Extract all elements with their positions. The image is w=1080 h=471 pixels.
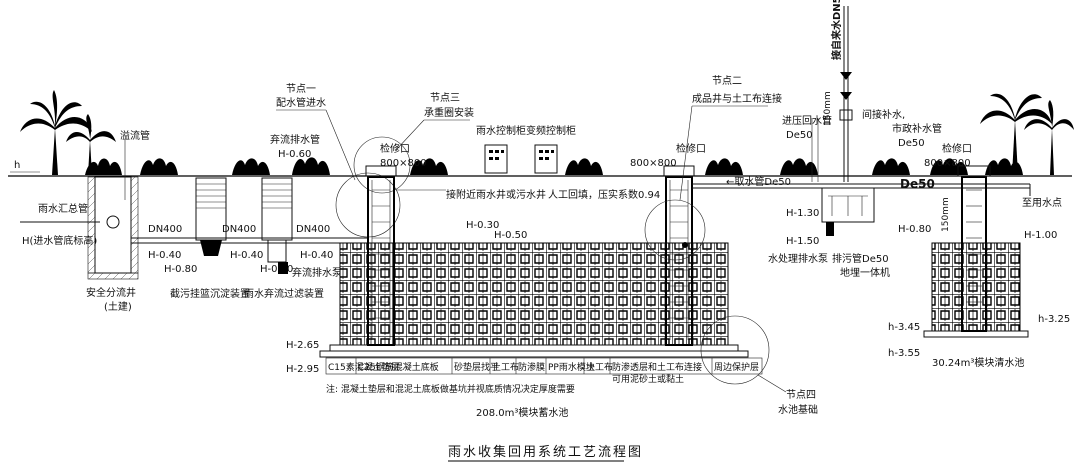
filter-device-label: 雨水弃流过滤装置 [244, 287, 324, 300]
inspection-1-size: 800×800 [380, 158, 427, 169]
layer-geotextile-1: 土工布 [492, 361, 519, 373]
node3-title: 节点三 [430, 92, 460, 104]
basket-device-label: 截污挂篮沉淀装置 [170, 287, 250, 300]
overflow-pipe-label: 溢流管 [120, 129, 150, 142]
backfill-note: 人工回填，压实系数0.94 [548, 188, 660, 201]
rain-control-cabinet [484, 144, 508, 174]
node4-title: 节点四 [786, 389, 816, 401]
h030-label: H-0.30 [466, 220, 499, 231]
basket-sedimentation-device [195, 177, 227, 256]
pressure-pipe-size: De50 [786, 130, 813, 141]
clear-tank-shaft [961, 176, 987, 332]
safety-well-label: 安全分流井 [86, 286, 136, 299]
layer-membrane: 防渗膜 [518, 361, 545, 373]
node2-title: 节点二 [712, 75, 742, 87]
h040-label-3: H-0.40 [300, 250, 333, 261]
node2-circle [644, 199, 706, 261]
h080-label-2: H-0.80 [260, 264, 293, 275]
h080-label-3: H-0.80 [898, 224, 931, 235]
pump-label: 水处理排水泵 [768, 252, 828, 265]
h080-label-1: H-0.80 [164, 264, 197, 275]
node4-circle [700, 315, 770, 385]
storage-shaft-right [665, 176, 693, 346]
storage-tank-label: 208.0m³模块蓄水池 [476, 406, 568, 419]
discard-pipe-label: 弃流排水管 [270, 133, 320, 146]
indirect-makeup-label: 间接补水, [862, 108, 905, 121]
h130-label: H-1.30 [786, 208, 819, 219]
city-makeup-size: De50 [898, 138, 925, 149]
node1-title: 节点一 [286, 83, 316, 95]
dim-150-b: 150mm [941, 197, 951, 232]
h040-label-1: H-0.40 [148, 250, 181, 261]
h060-label: H-0.60 [278, 149, 311, 160]
underground-integrated-unit [821, 187, 875, 236]
dn400-label-2: DN400 [222, 224, 256, 235]
palm-tree-left [20, 90, 116, 175]
h355-label: h-3.55 [888, 348, 920, 359]
layer-sand: 砂垫层找平 [454, 361, 499, 373]
diagram-title: 雨水收集回用系统工艺流程图 [448, 444, 643, 460]
clear-tank-label: 30.24m³模块清水池 [932, 356, 1024, 369]
h100-label: H-1.00 [1024, 230, 1057, 241]
safety-diversion-well [87, 140, 139, 280]
node2-desc: 成品井与土工布连接 [692, 92, 782, 105]
civil-label: (土建) [104, 300, 132, 313]
ground-h-label: h [14, 160, 20, 171]
layer-geotextile-2: 土工布 [586, 361, 613, 373]
first-flush-filter-device [261, 177, 293, 274]
to-use-label: 至用水点 [1022, 197, 1062, 209]
tap-water-label: 接自来水DN50 [830, 0, 843, 60]
city-makeup-label: 市政补水管 [892, 122, 942, 135]
node4-desc: 水池基础 [778, 403, 818, 416]
inspection-1-label: 检修口 [380, 142, 410, 155]
node3-circle [353, 136, 411, 194]
node3-desc: 承重圈安装 [424, 106, 474, 119]
inlet-elev-label: H(进水管底标高) [22, 234, 97, 247]
dn400-label-1: DN400 [148, 224, 182, 235]
h325-label: h-3.25 [1038, 314, 1070, 325]
intake-pipe-label: ←取水管De50 [726, 175, 791, 188]
shrubs [85, 157, 1023, 175]
node1-desc: 配水管进水 [276, 96, 326, 109]
storage-tank-modules [339, 242, 729, 346]
storage-shaft-left [367, 176, 395, 346]
discard-pump-label: 弃流排水泵 [292, 266, 342, 279]
layer-protection: 周边保护层 [714, 361, 759, 373]
inspection-2-size: 800×800 [630, 158, 677, 169]
layer-seepage: 防渗透层和土工布连接 [612, 361, 702, 373]
inspection-3-size: 800×800 [924, 158, 971, 169]
layer-legend-row: C15素混凝土垫层 C25钢筋混凝土底板 砂垫层找平 土工布 防渗膜 PP雨水模… [325, 357, 763, 385]
overflow-note: 接附近雨水井或污水井 [446, 188, 546, 201]
vfd-control-cabinet [534, 144, 558, 174]
layer-clay: 可用泥砂土或黏土 [612, 373, 684, 385]
foundation-note: 注: 混凝土垫层和混泥土底板做基坑并视底质情况决定厚度需要 [326, 383, 575, 395]
layer-c15: C15素混凝土垫层 [328, 361, 400, 373]
integrated-unit-label: 地埋一体机 [840, 266, 890, 279]
h040-label-2: H-0.40 [230, 250, 263, 261]
clear-tank-modules [931, 242, 1021, 332]
rain-cabinet-label: 雨水控制柜 [476, 124, 526, 137]
inspection-2-label: 检修口 [676, 142, 706, 155]
de50-bold-label: De50 [900, 177, 935, 191]
vfd-cabinet-label: 变频控制柜 [526, 124, 576, 137]
dn400-label-3: DN400 [296, 224, 330, 235]
drain-pipe-label: 排污管De50 [832, 252, 889, 265]
layer-pp-module: PP雨水模块 [548, 361, 595, 373]
h295-label: H-2.95 [286, 364, 319, 375]
h345-label: h-3.45 [888, 322, 920, 333]
h150-label: H-1.50 [786, 236, 819, 247]
inlet-main-label: 雨水汇总管 [38, 202, 88, 215]
layer-c25: C25钢筋混凝土底板 [358, 361, 439, 373]
h050-label: H-0.50 [494, 230, 527, 241]
dim-150-a: 150mm [823, 91, 833, 126]
inspection-3-label: 检修口 [942, 142, 972, 155]
h265-label: H-2.65 [286, 340, 319, 351]
pressure-pipe-label: 进压回水管 [782, 114, 832, 127]
palm-tree-right [980, 93, 1074, 175]
